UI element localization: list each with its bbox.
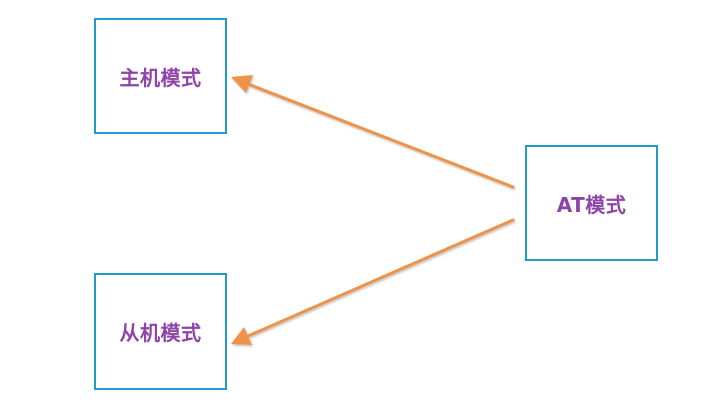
arrow-at-to-master <box>246 82 515 189</box>
arrow-at-to-slave <box>246 218 515 338</box>
master-mode-box: 主机模式 <box>94 18 227 134</box>
arrowhead-slave <box>231 327 252 345</box>
arrowhead-master <box>231 75 253 93</box>
slave-mode-box: 从机模式 <box>94 273 227 390</box>
master-mode-label: 主机模式 <box>119 65 202 90</box>
slave-mode-label: 从机模式 <box>119 321 202 345</box>
at-mode-label: AT模式 <box>556 192 627 217</box>
at-mode-box: AT模式 <box>525 145 658 261</box>
